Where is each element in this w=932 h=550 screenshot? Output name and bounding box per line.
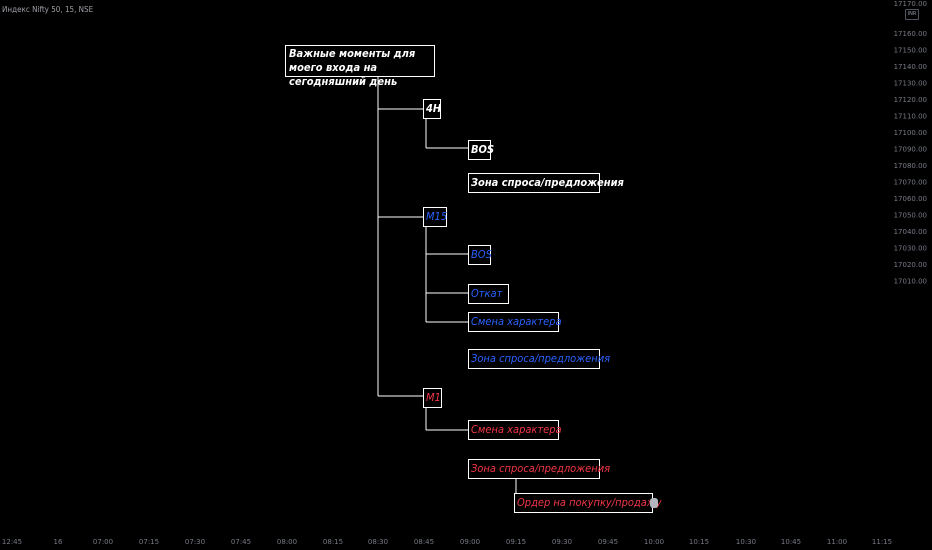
symbol-label: Индекс Nifty 50, 15, NSE [2,5,94,14]
price-tick-label: 17090.00 [894,146,927,154]
price-tick-label: 17100.00 [894,129,927,137]
price-tick-label: 17110.00 [894,113,927,121]
price-tick-label: 17050.00 [894,212,927,220]
time-tick-label: 08:45 [414,538,434,546]
price-tick-label: 17010.00 [894,278,927,286]
time-tick-label: 10:30 [736,538,756,546]
time-tick-label: 10:00 [644,538,664,546]
time-tick-label: 09:00 [460,538,480,546]
time-tick-label: 09:15 [506,538,526,546]
time-tick-label: 10:15 [689,538,709,546]
time-tick-label: 11:15 [872,538,892,546]
time-tick-label: 09:45 [598,538,618,546]
tree-node-m15-choch[interactable]: Смена характера [468,312,562,332]
tree-node-m15-zone[interactable]: Зона спроса/предложения [468,349,610,369]
currency-badge[interactable]: INR [905,9,919,20]
tree-node-h4-bos[interactable]: BOS [468,140,494,160]
tree-node-h4[interactable]: 4H [423,99,441,119]
tree-node-m1[interactable]: M1 [423,388,442,408]
price-tick-label: 17060.00 [894,195,927,203]
price-tick-label: 17150.00 [894,47,927,55]
time-tick-label: 07:30 [185,538,205,546]
time-tick-label: 08:00 [277,538,297,546]
price-tick-label: 17040.00 [894,228,927,236]
time-tick-label: 07:45 [231,538,251,546]
price-tick-label: 17020.00 [894,261,927,269]
price-tick-label: 17070.00 [894,179,927,187]
tree-node-m15-bos[interactable]: BOS [468,245,492,265]
time-tick-label: 09:30 [552,538,572,546]
time-tick-label: 10:45 [781,538,801,546]
time-tick-label: 16 [54,538,63,546]
time-tick-label: 08:15 [323,538,343,546]
drawing-resize-handle[interactable] [650,498,658,508]
price-tick-label: 17120.00 [894,96,927,104]
price-tick-label: 17030.00 [894,245,927,253]
tree-node-m15[interactable]: M15 [423,207,447,227]
price-axis: 17160.00 17150.00 17140.00 17130.00 17120.00… [894,0,927,286]
tree-root-title[interactable]: Важные моменты для моего входа на сегодн… [285,45,435,88]
tree-node-m15-pullback[interactable]: Откат [468,284,509,304]
time-tick-label: 07:15 [139,538,159,546]
time-tick-label: 11:00 [827,538,847,546]
tree-node-h4-zone[interactable]: Зона спроса/предложения [468,173,624,193]
tree-connectors [377,77,517,493]
tree-node-m1-zone[interactable]: Зона спроса/предложения [468,459,610,479]
time-tick-label: 12:45 [2,538,22,546]
price-tick-label: 17170.00 [894,0,927,8]
time-tick-label: 07:00 [93,538,113,546]
price-tick-label: 17080.00 [894,162,927,170]
price-tick-label: 17160.00 [894,30,927,38]
time-tick-label: 08:30 [368,538,388,546]
price-tick-label: 17130.00 [894,80,927,88]
price-tick-label: 17140.00 [894,63,927,71]
tree-node-m1-choch[interactable]: Смена характера [468,420,562,440]
time-axis: 12:45 16 07:00 07:15 07:30 07:45 08:00 08:15 08:… [2,538,892,546]
tree-node-m1-order[interactable]: Ордер на покупку/продажу [514,493,662,513]
